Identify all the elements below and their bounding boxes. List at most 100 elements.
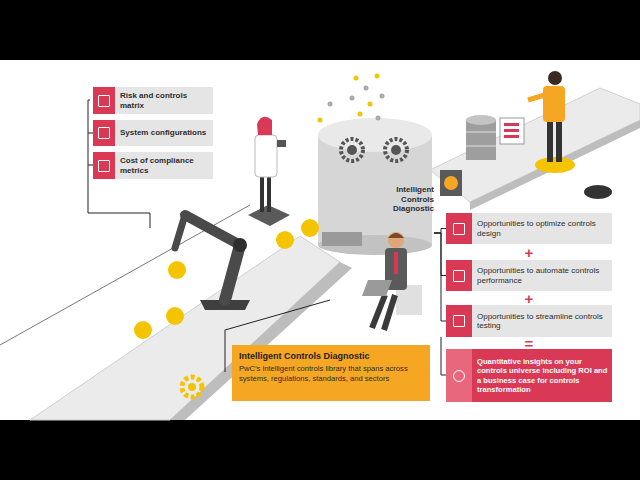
box-text: Opportunities to automate controls perfo…	[477, 266, 608, 285]
document-line	[504, 135, 519, 138]
bulb	[301, 219, 319, 237]
standing-person	[528, 71, 575, 173]
gear-hub	[347, 145, 357, 155]
input-box: Risk and controls matrix	[93, 87, 213, 114]
man-with-laptop	[362, 232, 422, 330]
robot-segment	[225, 245, 240, 300]
outcome-box: Opportunities to streamline controls tes…	[446, 305, 612, 337]
conveyor-belt	[430, 88, 640, 202]
box-body: PwC’s intelligent controls library that …	[239, 364, 423, 383]
box-text: Cost of compliance metrics	[120, 156, 209, 175]
gear	[385, 139, 407, 161]
icon-square	[446, 213, 472, 244]
data-drops	[318, 74, 385, 123]
icon-square	[93, 120, 115, 146]
document-line	[504, 129, 519, 132]
operator-sign: =	[519, 336, 539, 351]
icon-glyph	[453, 223, 465, 235]
box-text: Intelligent Controls Diagnostic	[239, 351, 423, 362]
letterbox-bar	[0, 420, 640, 480]
connector-line	[434, 233, 446, 276]
data-drop	[354, 76, 359, 81]
person-leg	[556, 118, 562, 162]
data-drop	[350, 96, 355, 101]
icon-glyph	[98, 127, 110, 139]
data-drop	[358, 112, 363, 117]
box-text: Opportunities to optimize controls desig…	[477, 219, 608, 238]
letterbox-bar	[0, 0, 640, 60]
robot-segment	[175, 215, 185, 248]
icon-glyph	[453, 270, 465, 282]
person-head	[388, 232, 404, 248]
server-body	[466, 120, 496, 160]
robot-segment	[185, 215, 240, 245]
bulb	[166, 307, 184, 325]
floor-pad	[584, 185, 612, 199]
icon-square	[446, 305, 472, 337]
person-hair	[388, 233, 404, 238]
outcome-box: Opportunities to optimize controls desig…	[446, 213, 612, 244]
machine-slot	[322, 232, 362, 246]
icon-glyph	[98, 160, 110, 172]
box-text: Quantitative insights on your controls u…	[477, 357, 608, 395]
icon-glyph	[98, 95, 110, 107]
gear-hub	[188, 383, 196, 391]
result-box: Quantitative insights on your controls u…	[446, 349, 612, 402]
connector-line	[434, 229, 446, 234]
data-drop	[328, 102, 333, 107]
operator-sign: +	[519, 245, 539, 260]
box-text: Risk and controls matrix	[120, 91, 209, 110]
machine-top	[318, 118, 432, 152]
data-drop	[380, 94, 385, 99]
person-hair	[257, 117, 272, 135]
person-body	[543, 86, 565, 122]
data-drop	[375, 74, 380, 79]
laptop	[362, 280, 392, 296]
gear	[182, 377, 202, 397]
tie	[394, 252, 398, 274]
person-leg	[547, 118, 553, 162]
icon-square	[93, 87, 115, 114]
server-top	[466, 115, 496, 125]
scanner-unit	[440, 170, 462, 196]
woman-with-tablet	[248, 117, 290, 226]
document-box	[500, 118, 524, 144]
robot-arm	[175, 215, 250, 310]
yellow-platform	[535, 157, 575, 173]
data-drop	[364, 86, 369, 91]
document-sheet	[500, 118, 524, 144]
tablet	[277, 140, 286, 147]
library-box: Intelligent Controls DiagnosticPwC’s int…	[232, 345, 430, 401]
gear-hub	[391, 145, 401, 155]
input-box: System configurations	[93, 120, 213, 146]
icon-square	[93, 152, 115, 179]
bulb	[276, 231, 294, 249]
box-text: Opportunities to streamline controls tes…	[477, 312, 608, 331]
icon-square	[446, 349, 472, 402]
person-head	[548, 71, 562, 85]
outcome-box: Opportunities to automate controls perfo…	[446, 260, 612, 291]
bulb	[134, 321, 152, 339]
person-leg	[384, 295, 395, 330]
document-line	[504, 123, 519, 126]
data-drop	[376, 116, 381, 121]
robot-joint	[233, 238, 247, 252]
scanner-light	[444, 176, 458, 190]
lab-coat	[255, 135, 277, 177]
server-stack	[466, 115, 496, 160]
data-drop	[368, 102, 373, 107]
icon-square	[446, 260, 472, 291]
server-line	[466, 146, 496, 147]
input-box: Cost of compliance metrics	[93, 152, 213, 179]
gear	[341, 139, 363, 161]
data-drop	[318, 118, 323, 123]
box-text: Intelligent Controls Diagnostic	[382, 185, 434, 214]
connector-line	[434, 233, 446, 321]
server-line	[466, 132, 496, 133]
icon-glyph	[453, 315, 465, 327]
result-leader	[441, 337, 442, 375]
box-text: System configurations	[120, 128, 209, 138]
light-bulbs	[134, 219, 319, 339]
machine-label: Intelligent Controls Diagnostic	[372, 183, 434, 239]
